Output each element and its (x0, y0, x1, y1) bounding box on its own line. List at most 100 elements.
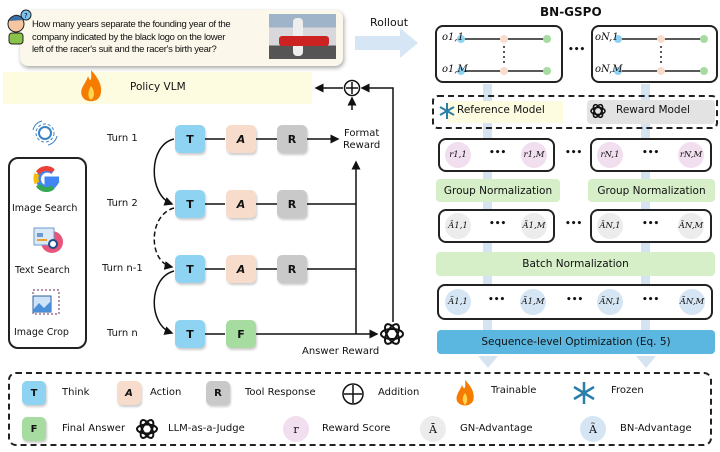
question-line: company indicated by the black logo on t… (32, 31, 226, 43)
openai-judge-icon (136, 419, 158, 439)
racer-photo (269, 14, 336, 59)
reward-model-box (587, 100, 715, 124)
legend-label: Trainable (491, 385, 537, 396)
ellipsis: ••• (489, 219, 507, 229)
ellipsis: ••• (642, 148, 660, 158)
reference-model-label: Reference Model (457, 104, 545, 116)
ellipsis: ••• (488, 295, 506, 305)
ellipsis: ••• (565, 148, 583, 158)
question-line: left of the racer's suit and the racer's… (32, 44, 217, 55)
turn-label: Turn 2 (107, 198, 138, 209)
turn-label: Turn n-1 (102, 263, 143, 274)
ellipsis: ••• (489, 148, 507, 158)
google-icon[interactable] (31, 163, 63, 195)
think-block: T (175, 255, 205, 283)
text-search-icon[interactable] (32, 226, 64, 256)
fire-icon (81, 70, 102, 102)
gn-advantage: ĀN,M (678, 213, 704, 239)
legend-final-swatch: F (22, 417, 46, 441)
openai-judge-icon (380, 323, 404, 345)
action-block: A (226, 125, 256, 153)
legend-bn-swatch: Ã (580, 416, 606, 442)
bn-advantage: ÃN,1 (597, 289, 623, 315)
tool-response-block: R (277, 190, 307, 218)
tools-panel (8, 157, 87, 349)
think-block: T (175, 190, 205, 218)
rollout-arrow (355, 28, 418, 58)
legend-label: Frozen (611, 385, 644, 396)
svg-text:?: ? (24, 12, 28, 20)
legend-think-swatch: T (22, 381, 46, 405)
reward-score: r1,1 (445, 142, 471, 168)
gn-advantage: Ā1,M (521, 213, 547, 239)
tool-cycle-gear-icon (32, 120, 58, 146)
fire-icon (456, 380, 474, 406)
tool-label: Image Crop (14, 327, 69, 338)
legend-action-swatch: A (117, 381, 141, 405)
legend-label: Tool Response (245, 387, 316, 398)
output-label: o1,M (442, 64, 468, 75)
batch-normalization: Batch Normalization (436, 252, 715, 276)
image-crop-icon[interactable] (30, 287, 62, 317)
reward-score: r1,M (521, 142, 547, 168)
rollout-group-1 (435, 25, 563, 83)
legend-label: LLM-as-a-Judge (168, 423, 245, 434)
snowflake-icon (573, 382, 595, 404)
output-label: oN,1 (595, 32, 619, 43)
addition-icon (342, 383, 364, 405)
legend-label: Final Answer (62, 423, 126, 434)
reward-model-label: Reward Model (616, 104, 690, 116)
bn-advantage-group (437, 284, 713, 320)
rollout-group-n (591, 25, 718, 83)
tool-response-block: R (277, 255, 307, 283)
ellipsis: ••• (642, 219, 660, 229)
sequence-level-optimization: Sequence-level Optimization (Eq. 5) (437, 330, 715, 354)
tool-label: Image Search (12, 203, 78, 214)
output-label: o1,1 (442, 32, 464, 43)
bn-advantage: Ã1,1 (445, 289, 471, 315)
legend (8, 372, 712, 446)
group-normalization-1: Group Normalization (436, 179, 560, 202)
question-card: How many years separate the founding yea… (20, 10, 343, 66)
snowflake-icon (439, 103, 455, 119)
bn-advantage: ÃN,M (679, 289, 705, 315)
models-group (432, 95, 718, 129)
policy-vlm-label: Policy VLM (130, 81, 186, 93)
legend-label: Addition (378, 387, 420, 398)
legend-gn-swatch: Ā (420, 416, 446, 442)
gn-advantage: Ā1,1 (445, 213, 471, 239)
legend-label: GN-Advantage (460, 423, 533, 434)
turn-label: Turn 1 (107, 133, 138, 144)
ellipsis: ••• (642, 295, 660, 305)
think-block: T (175, 320, 205, 348)
rollout-trajectories (457, 35, 708, 75)
think-block: T (175, 125, 205, 153)
legend-tool-swatch: R (206, 381, 230, 405)
answer-reward-label: Answer Reward (302, 346, 380, 357)
turn-label: Turn n (107, 328, 138, 339)
tool-response-block: R (277, 125, 307, 153)
legend-label: Reward Score (322, 423, 391, 434)
ellipsis: ••• (566, 295, 584, 305)
legend-reward-swatch: r (283, 416, 309, 442)
gn-advantage: ĀN,1 (597, 213, 623, 239)
rollout-label: Rollout (370, 16, 409, 29)
output-label: oN,M (595, 64, 623, 75)
bn-gspo-title: BN-GSPO (540, 5, 602, 19)
legend-label: Action (150, 387, 182, 398)
question-line: How many years separate the founding yea… (32, 19, 231, 30)
policy-vlm-bar (3, 72, 312, 104)
group-normalization-n: Group Normalization (588, 179, 715, 202)
ellipsis: ••• (565, 219, 583, 229)
reward-score: rN,M (678, 142, 704, 168)
tool-label: Text Search (15, 265, 70, 276)
ellipsis: ••• (568, 45, 586, 55)
final-answer-block: F (226, 320, 256, 348)
action-block: A (226, 255, 256, 283)
openai-icon (590, 103, 606, 119)
reward-score: rN,1 (597, 142, 623, 168)
legend-label: BN-Advantage (620, 423, 692, 434)
bn-advantage: Ã1,M (520, 289, 546, 315)
legend-label: Think (62, 387, 90, 398)
